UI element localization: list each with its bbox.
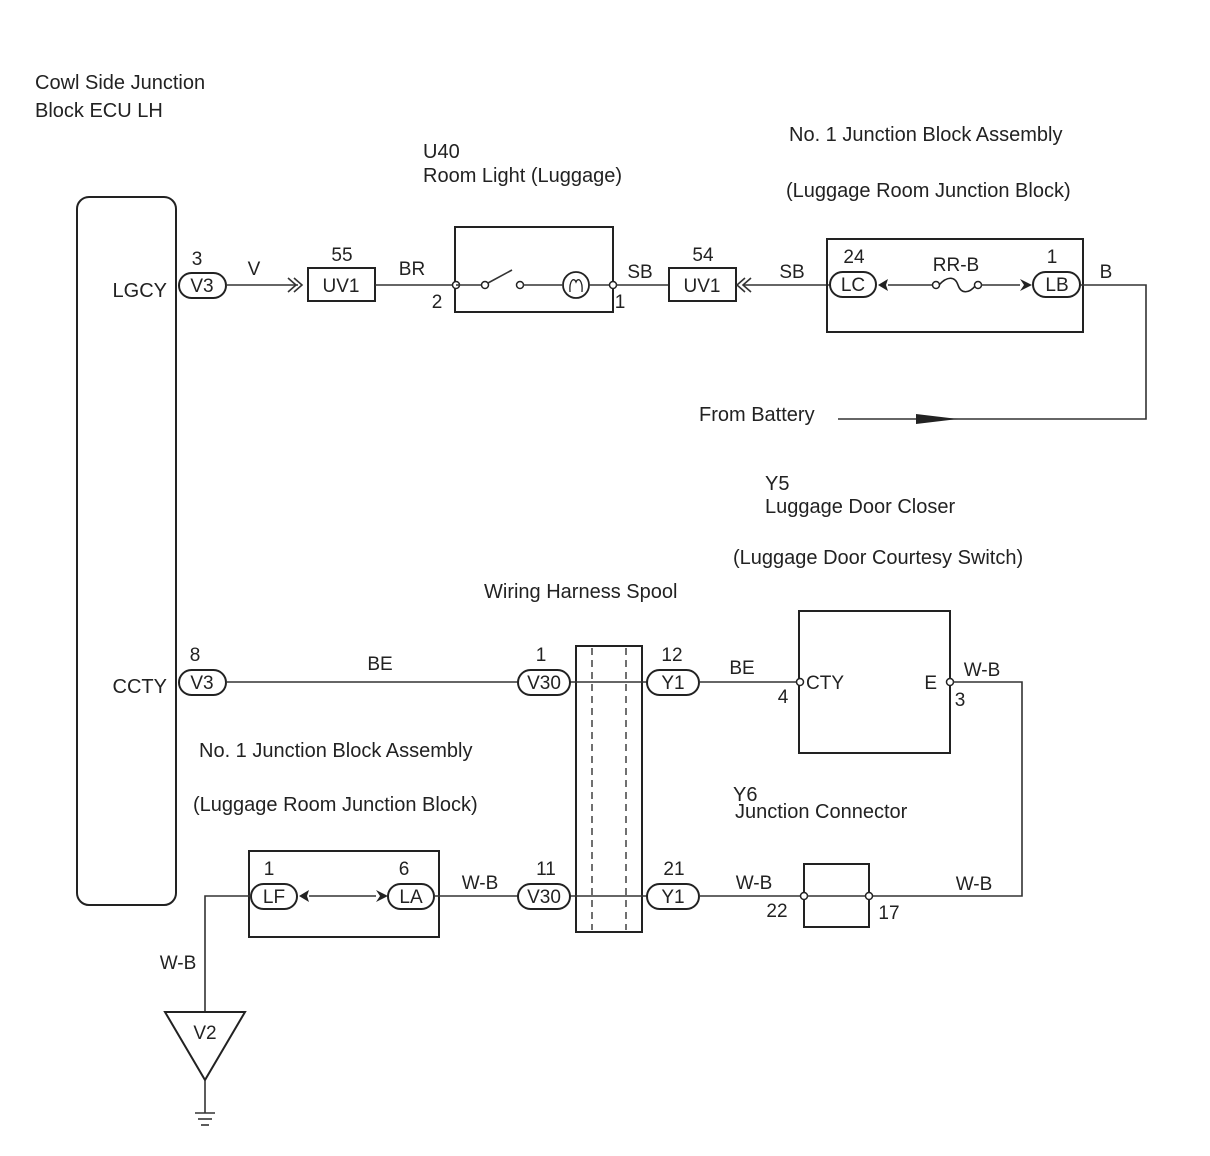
chevron-icon	[287, 277, 298, 293]
wire-b-label: B	[1100, 262, 1113, 283]
room-light-box	[454, 226, 614, 313]
y1-21-label: Y1	[661, 887, 684, 908]
wire-br-label: BR	[399, 259, 425, 280]
battery-label: From Battery	[699, 404, 815, 426]
fuse-terminal	[973, 280, 983, 290]
door-closer-pin-3: 3	[955, 690, 966, 711]
junction-connector-pin-17: 17	[878, 903, 899, 924]
door-closer-sub: (Luggage Door Courtesy Switch)	[733, 547, 1023, 569]
connector-arrow-icon	[376, 890, 388, 902]
terminal-dot	[608, 280, 618, 290]
ecu-body	[76, 196, 177, 906]
v30-1-pin: 1	[536, 645, 547, 666]
terminal-dot	[945, 677, 955, 687]
wire-wb-y5	[869, 681, 1023, 897]
jb-bottom-name: No. 1 Junction Block Assembly	[199, 740, 472, 762]
la-label: LA	[399, 887, 423, 908]
uv1-55-label: UV1	[323, 276, 360, 297]
junction-connector-pin-22: 22	[766, 901, 787, 922]
chevron-icon	[293, 277, 304, 293]
door-closer-name: Luggage Door Closer	[765, 496, 955, 518]
wire-wb-jb-label: W-B	[462, 873, 499, 894]
v30-1-label: V30	[527, 673, 561, 694]
y1-21-pin: 21	[663, 859, 684, 880]
jb-top-pin-1: 1	[1047, 247, 1058, 268]
lc-label: LC	[841, 275, 865, 296]
v3-top-label: V3	[190, 276, 213, 297]
spool-name: Wiring Harness Spool	[484, 581, 677, 603]
jb-bottom-pin-1: 1	[264, 859, 275, 880]
ground-point	[163, 1011, 247, 1082]
door-closer-pin-4: 4	[778, 687, 789, 708]
v3-top-pin: 3	[192, 249, 203, 270]
room-light-code: U40	[423, 141, 460, 163]
fuse-terminal	[931, 280, 941, 290]
connector-arrow-icon	[878, 279, 888, 291]
lb-label: LB	[1045, 275, 1068, 296]
switch-contact	[515, 280, 525, 290]
jb-top-pin-24: 24	[843, 247, 865, 268]
wire-sb-2-label: SB	[779, 262, 804, 283]
jb-top-name: No. 1 Junction Block Assembly	[789, 124, 1062, 146]
v3-bottom-pin: 8	[190, 645, 201, 666]
door-closer-e: E	[924, 673, 937, 694]
jb-top-sub: (Luggage Room Junction Block)	[786, 180, 1071, 202]
uv1-54-label: UV1	[684, 276, 721, 297]
jb-bottom-pin-6: 6	[399, 859, 410, 880]
v3-bottom-label: V3	[190, 673, 213, 694]
uv1-55-pin: 55	[331, 245, 352, 266]
junction-connector-code: Y6	[733, 784, 757, 806]
terminal-dot	[795, 677, 805, 687]
wire-be-2-label: BE	[729, 658, 754, 679]
wire-wb-y1-label: W-B	[736, 873, 773, 894]
room-light-name: Room Light (Luggage)	[423, 165, 622, 187]
ecu-title-line1: Cowl Side Junction	[35, 72, 205, 94]
wire-wb-ground	[204, 895, 251, 1012]
lc-connector	[829, 271, 877, 298]
y1-12-label: Y1	[661, 673, 684, 694]
wire-wb-ground-label: W-B	[160, 953, 197, 974]
room-light-pin-2: 2	[432, 292, 443, 313]
fuse-icon	[938, 277, 977, 293]
chevron-icon	[735, 277, 746, 293]
fuse-wire-label: RR-B	[933, 255, 979, 276]
uv1-54-pin: 54	[692, 245, 714, 266]
wire-be-1-label: BE	[367, 654, 392, 675]
door-closer-code: Y5	[765, 473, 789, 495]
ecu-terminal-lgcy: LGCY	[113, 280, 167, 302]
lf-label: LF	[263, 887, 285, 908]
jb-bottom-box	[248, 850, 440, 938]
terminal-dot	[799, 891, 809, 901]
switch-icon	[487, 269, 513, 284]
door-closer-cty: CTY	[806, 673, 844, 694]
wire-wb-y5-label: W-B	[964, 660, 1001, 681]
ecu-terminal-ccty: CCTY	[113, 676, 167, 698]
v30-11-pin: 11	[536, 859, 556, 880]
spool-box	[575, 645, 643, 933]
arrow-right-icon	[916, 414, 958, 424]
wire-sb-1-label: SB	[627, 262, 652, 283]
jb-bottom-sub: (Luggage Room Junction Block)	[193, 794, 478, 816]
uv1-54-connector	[668, 267, 737, 302]
wire-wb-y6-label: W-B	[956, 874, 993, 895]
switch-contact	[480, 280, 490, 290]
bulb-filament-icon	[569, 279, 583, 293]
wire-b	[838, 284, 1147, 420]
terminal-dot	[864, 891, 874, 901]
ecu-title-line2: Block ECU LH	[35, 100, 163, 122]
y1-12-pin: 12	[661, 645, 682, 666]
v30-11-label: V30	[527, 887, 561, 908]
ground-point-label: V2	[193, 1023, 216, 1044]
bulb-icon	[562, 271, 590, 299]
wire-v-label: V	[248, 259, 261, 280]
v30-11-connector	[517, 883, 571, 910]
connector-arrow-icon	[299, 890, 309, 902]
junction-connector-name: Junction Connector	[735, 801, 908, 823]
room-light-pin-1: 1	[615, 292, 626, 313]
connector-arrow-icon	[1020, 279, 1032, 291]
v30-1-connector	[517, 669, 571, 696]
